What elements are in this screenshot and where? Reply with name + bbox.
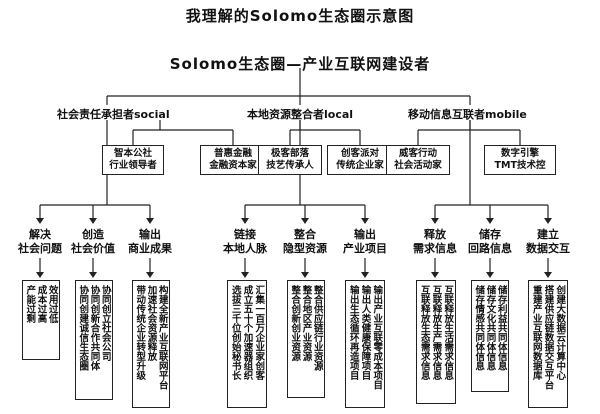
detail-line: 输出人类健康保障项目 <box>359 285 371 380</box>
detail-line: 协同创立社会公司 <box>99 285 111 361</box>
detail-line: 协同创建诚信生态圈 <box>77 285 89 371</box>
function-object: 本地人脉 <box>223 242 267 255</box>
detail-box: 构建全新产业互联网平台 加速社会资源释放 带动传统企业转型升级 <box>132 280 170 408</box>
function-node: 输出产业项目 <box>333 228 397 256</box>
function-object: 产业项目 <box>343 242 387 255</box>
function-node: 整合隐型资源 <box>273 228 337 256</box>
detail-line: 整合创新创业资源 <box>289 285 301 361</box>
detail-box: 协同创立社会公司 协同创新合作共同体 协同创建诚信生态圈 <box>75 280 113 400</box>
detail-line: 汇集一百万企业家创客 <box>253 285 265 380</box>
role-box: 智本公社行业领导者 <box>102 145 164 175</box>
function-node: 储存回路信息 <box>458 228 522 256</box>
role-name: 数字引擎 <box>500 148 539 159</box>
category-local: 本地资源整合者local <box>247 108 354 121</box>
role-title: 传统企业家 <box>336 160 384 171</box>
function-verb: 建立 <box>537 228 559 241</box>
detail-line: 整合地区产业资源 <box>300 285 312 361</box>
role-name: 威客行动 <box>398 148 437 159</box>
detail-box: 汇集一百万企业家创客 成立五十个加速器组织 选拔三千位创始秘书长 <box>227 280 267 408</box>
detail-line: 输出生态循环再造项目 <box>347 285 359 380</box>
detail-box: 储存利益共同体信息 储存文化共同体信息 储存情感共同体信息 <box>471 280 509 392</box>
function-node: 释放需求信息 <box>403 228 467 256</box>
detail-box: 输出产业互联零成本项目 输出人类健康保障项目 输出生态循环再造项目 <box>345 280 385 408</box>
role-title: 金融资本家 <box>209 160 257 171</box>
function-verb: 释放 <box>424 228 446 241</box>
role-title: 技艺传承人 <box>266 160 314 171</box>
detail-line: 重建产业互联网数据库 <box>530 285 542 380</box>
function-node: 建立数据交互 <box>516 228 580 256</box>
role-name: 极客部落 <box>270 148 309 159</box>
detail-line: 效用过低 <box>46 285 58 323</box>
detail-box: 效用过低 成本过高 产能过剩 <box>22 280 60 360</box>
role-title: TMT技术控 <box>494 160 546 171</box>
role-box: 威客行动社会活动家 <box>386 145 450 175</box>
role-box: 极客部落技艺传承人 <box>258 145 322 175</box>
function-verb: 链接 <box>234 228 256 241</box>
detail-line: 创建大数据云计算中心 <box>554 285 566 380</box>
detail-line: 互联释放生态需求信息 <box>418 285 430 380</box>
function-object: 社会价值 <box>71 242 115 255</box>
function-object: 商业成果 <box>128 242 172 255</box>
function-verb: 创造 <box>82 228 104 241</box>
root-node: Solomo生态圈—产业互联网建设者 <box>169 55 431 73</box>
page-title: 我理解的Solomo生态圈示意图 <box>185 7 415 25</box>
role-name: 创客派对 <box>340 148 379 159</box>
detail-line: 输出产业互联零成本项目 <box>371 285 383 390</box>
detail-line: 储存利益共同体信息 <box>495 285 507 371</box>
detail-line: 整合供应链行业资源 <box>311 285 323 371</box>
role-title: 社会活动家 <box>394 160 442 171</box>
function-object: 隐型资源 <box>283 242 327 255</box>
detail-box: 互联释放生活需求信息 互联释放生产需求信息 互联释放生态需求信息 <box>416 280 456 404</box>
role-name: 智本公社 <box>113 148 152 159</box>
detail-line: 产能过剩 <box>24 285 36 323</box>
role-name: 普惠金融 <box>213 148 252 159</box>
function-object: 需求信息 <box>413 242 457 255</box>
detail-line: 互联释放生产需求信息 <box>430 285 442 380</box>
detail-line: 搭建供应链数据交互平台 <box>542 285 554 390</box>
function-object: 数据交互 <box>526 242 570 255</box>
detail-line: 协同创新合作共同体 <box>88 285 100 371</box>
function-verb: 输出 <box>139 228 161 241</box>
function-node: 创造社会价值 <box>61 228 125 256</box>
detail-box: 创建大数据云计算中心 搭建供应链数据交互平台 重建产业互联网数据库 <box>528 280 568 408</box>
function-verb: 储存 <box>479 228 501 241</box>
category-mobile: 移动信息互联者mobile <box>408 108 527 121</box>
function-verb: 解决 <box>29 228 51 241</box>
detail-line: 成立五十个加速器组织 <box>241 285 253 380</box>
detail-line: 储存情感共同体信息 <box>473 285 485 371</box>
detail-line: 带动传统企业转型升级 <box>134 285 146 380</box>
detail-line: 互联释放生活需求信息 <box>442 285 454 380</box>
function-object: 回路信息 <box>468 242 512 255</box>
function-verb: 输出 <box>354 228 376 241</box>
function-node: 解决社会问题 <box>8 228 72 256</box>
detail-line: 储存文化共同体信息 <box>484 285 496 371</box>
function-node: 链接本地人脉 <box>213 228 277 256</box>
detail-line: 成本过高 <box>35 285 47 323</box>
detail-line: 构建全新产业互联网平台 <box>156 285 168 390</box>
detail-line: 加速社会资源释放 <box>145 285 157 361</box>
role-box: 创客派对传统企业家 <box>327 145 393 175</box>
detail-box: 整合供应链行业资源 整合地区产业资源 整合创新创业资源 <box>287 280 325 398</box>
function-object: 社会问题 <box>18 242 62 255</box>
detail-line: 选拔三千位创始秘书长 <box>229 285 241 380</box>
role-title: 行业领导者 <box>109 160 157 171</box>
role-box: 普惠金融金融资本家 <box>200 145 266 175</box>
category-social: 社会责任承担者social <box>57 108 170 121</box>
function-node: 输出商业成果 <box>118 228 182 256</box>
function-verb: 整合 <box>294 228 316 241</box>
